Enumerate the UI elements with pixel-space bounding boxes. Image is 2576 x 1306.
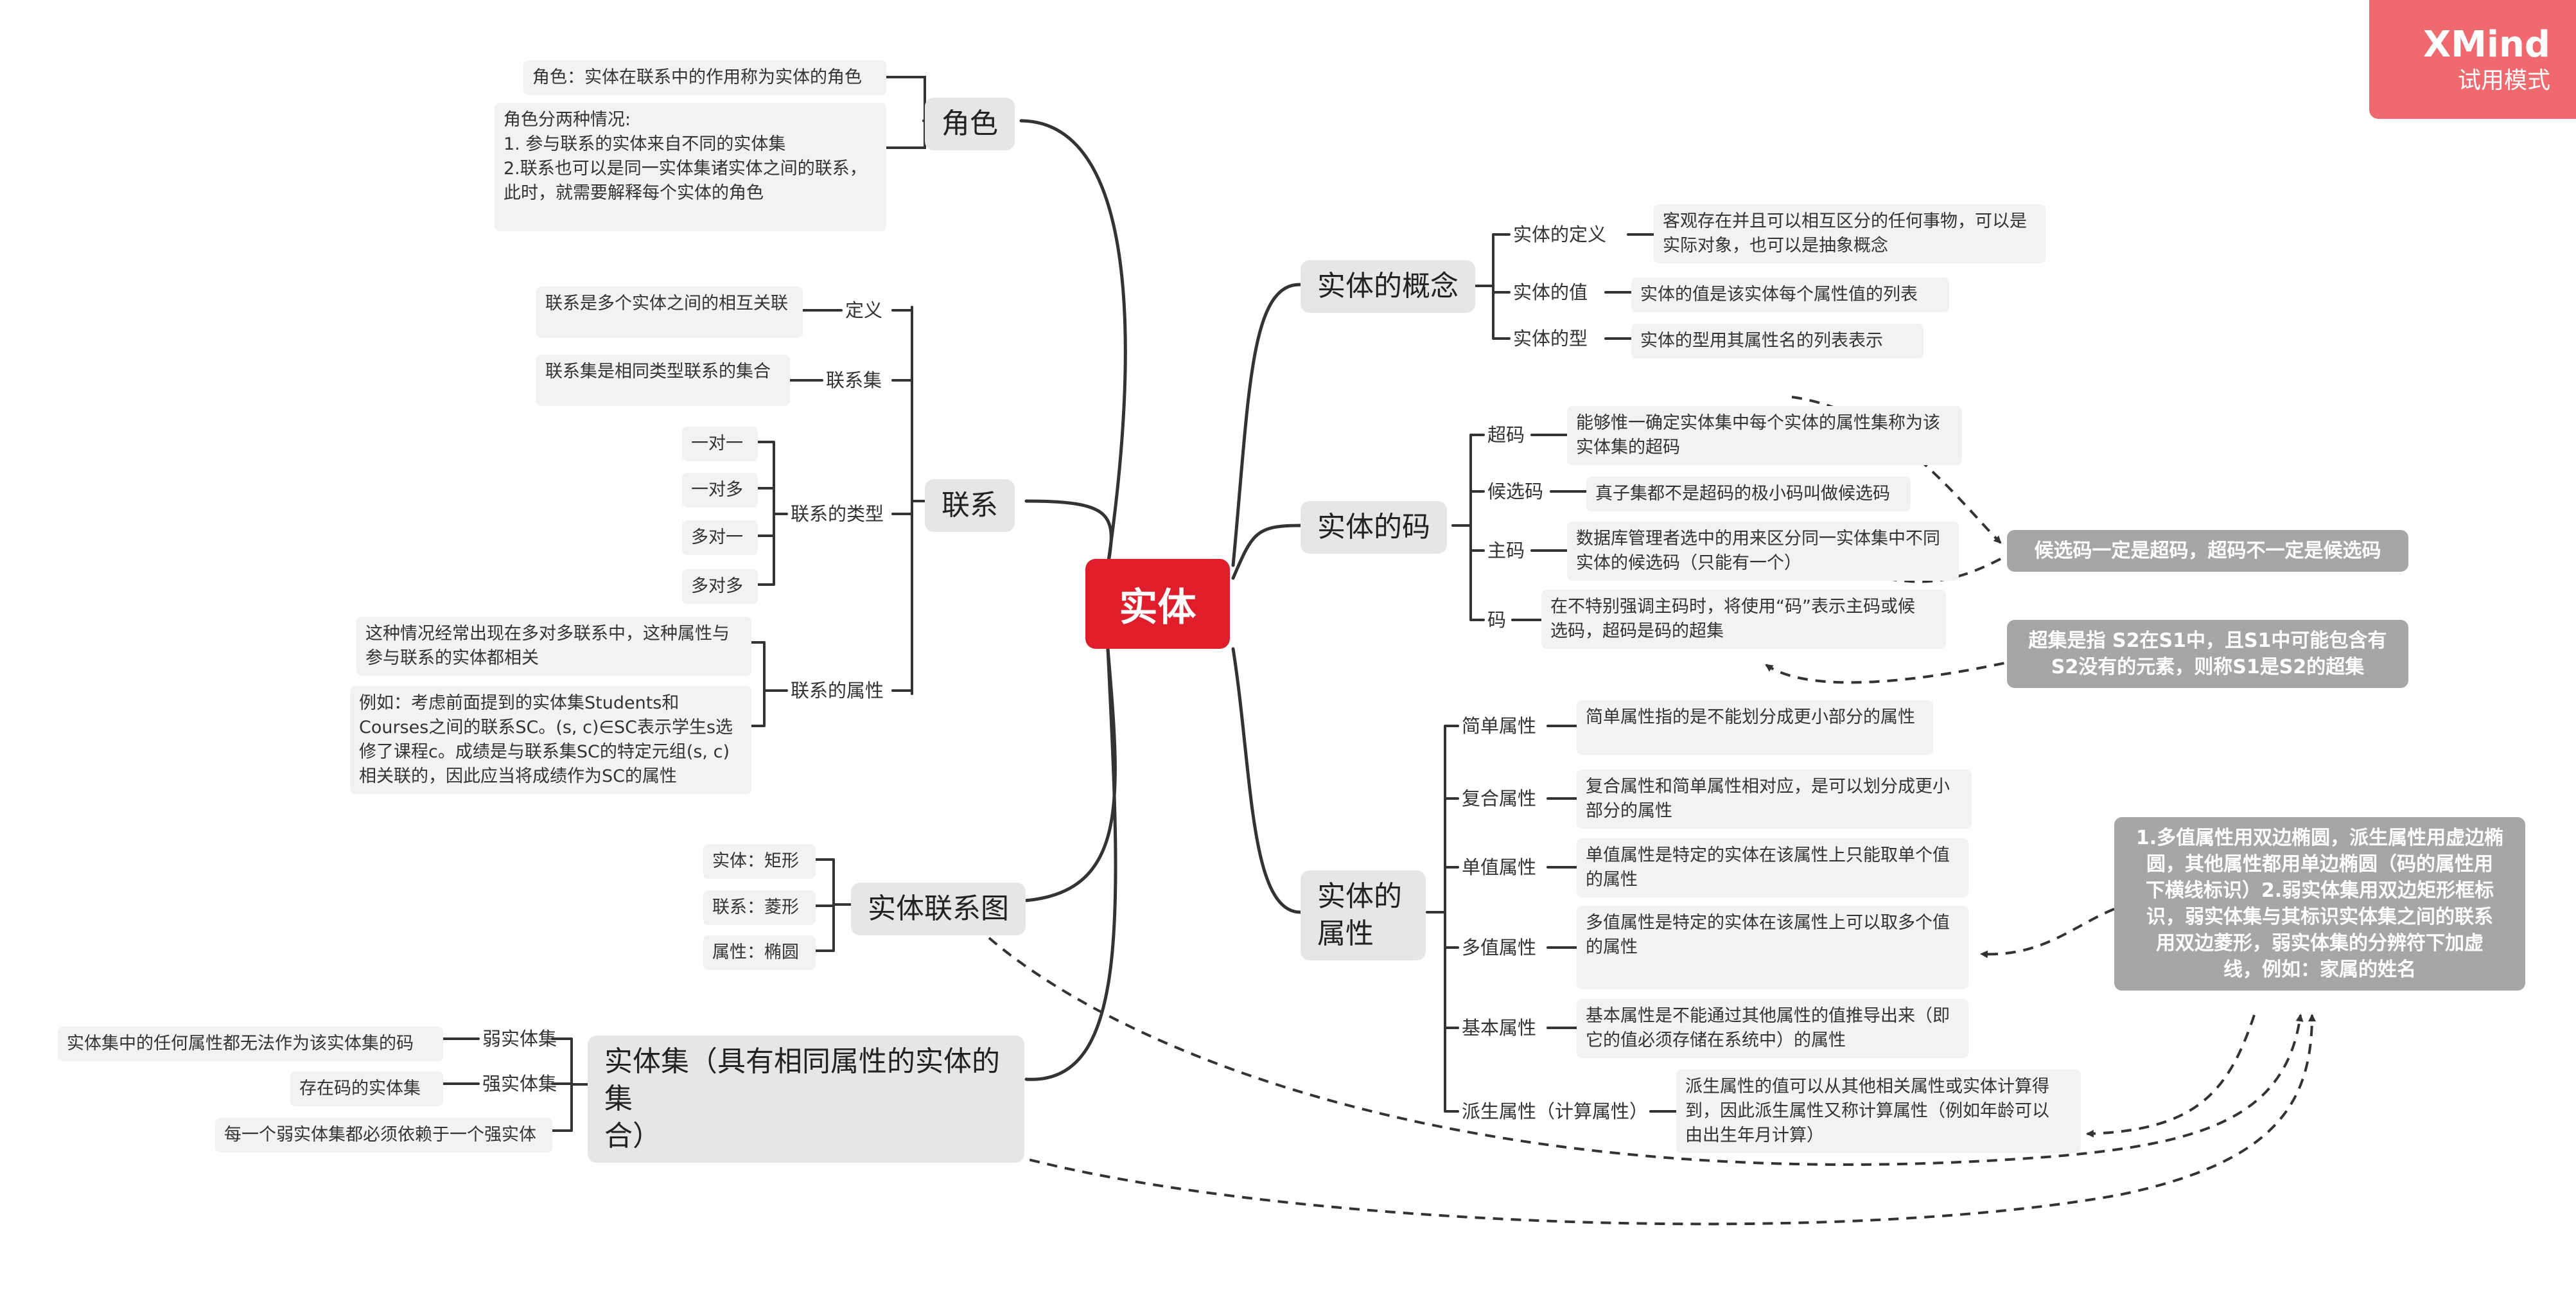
- er-relation-shape[interactable]: 联系：菱形: [703, 890, 816, 925]
- multi-valued-attribute-label[interactable]: 多值属性: [1462, 937, 1537, 958]
- weak-entity-set-label[interactable]: 弱实体集: [482, 1028, 557, 1050]
- relation-set-label[interactable]: 联系集: [826, 369, 882, 391]
- simple-attribute-note[interactable]: 简单属性指的是不能划分成更小部分的属性: [1577, 700, 1933, 755]
- topic-entity-keys[interactable]: 实体的码: [1301, 501, 1447, 554]
- multi-valued-attribute-note[interactable]: 多值属性是特定的实体在该属性上可以取多个值 的属性: [1577, 906, 1968, 989]
- primary-key-note[interactable]: 数据库管理者选中的用来区分同一实体集中不同 实体的候选码（只能有一个）: [1567, 522, 1959, 581]
- topic-er-diagram[interactable]: 实体联系图: [851, 883, 1026, 935]
- key-note[interactable]: 在不特别强调主码时，将使用“码”表示主码或候 选码，超码是码的超集: [1541, 590, 1946, 649]
- callout-candidate-key[interactable]: 候选码一定是超码，超码不一定是候选码: [2007, 530, 2408, 572]
- weak-entity-set-note[interactable]: 实体集中的任何属性都无法作为该实体集的码: [58, 1027, 443, 1061]
- topic-role[interactable]: 角色: [925, 98, 1015, 150]
- callout-superset[interactable]: 超集是指 S2在S1中，且S1中可能包含有 S2没有的元素，则称S1是S2的超集: [2007, 620, 2408, 688]
- superkey-label[interactable]: 超码: [1487, 424, 1525, 446]
- type-one-to-many[interactable]: 一对多: [682, 473, 758, 507]
- strong-entity-set-label[interactable]: 强实体集: [482, 1073, 557, 1095]
- weak-depends-strong-note[interactable]: 每一个弱实体集都必须依赖于一个强实体: [215, 1118, 552, 1152]
- concept-value-label[interactable]: 实体的值: [1513, 281, 1588, 303]
- relation-types-label[interactable]: 联系的类型: [791, 503, 884, 525]
- single-valued-attribute-label[interactable]: 单值属性: [1462, 856, 1537, 878]
- relation-attr-note-2[interactable]: 例如：考虑前面提到的实体集Students和 Courses之间的联系SC。(s…: [350, 686, 751, 794]
- derived-attribute-note[interactable]: 派生属性的值可以从其他相关属性或实体计算得 到，因此派生属性又称计算属性（例如年…: [1676, 1070, 2081, 1153]
- base-attribute-note[interactable]: 基本属性是不能通过其他属性的值推导出来（即 它的值必须存储在系统中）的属性: [1577, 999, 1968, 1058]
- candidate-key-label[interactable]: 候选码: [1487, 481, 1544, 502]
- base-attribute-label[interactable]: 基本属性: [1462, 1017, 1537, 1039]
- trial-mode-text: 试用模式: [2457, 67, 2550, 94]
- concept-value-note[interactable]: 实体的值是该实体每个属性值的列表: [1631, 278, 1949, 312]
- composite-attribute-label[interactable]: 复合属性: [1462, 788, 1537, 809]
- relation-attributes-label[interactable]: 联系的属性: [791, 680, 884, 702]
- topic-entity-set[interactable]: 实体集（具有相同属性的实体的集 合）: [588, 1036, 1024, 1163]
- derived-attribute-label[interactable]: 派生属性（计算属性）: [1462, 1100, 1649, 1122]
- candidate-key-note[interactable]: 真子集都不是超码的极小码叫做候选码: [1586, 477, 1911, 511]
- primary-key-label[interactable]: 主码: [1487, 540, 1525, 561]
- relation-set-note[interactable]: 联系集是相同类型联系的集合: [536, 355, 790, 406]
- type-many-to-one[interactable]: 多对一: [682, 520, 758, 555]
- topic-entity-attributes[interactable]: 实体的 属性: [1301, 870, 1426, 960]
- role-definition-note[interactable]: 角色：实体在联系中的作用称为实体的角色: [523, 60, 886, 95]
- xmind-trial-badge: XMind 试用模式: [2369, 0, 2576, 119]
- single-valued-attribute-note[interactable]: 单值属性是特定的实体在该属性上只能取单个值 的属性: [1577, 838, 1968, 897]
- relation-definition-label[interactable]: 定义: [845, 299, 883, 321]
- key-label[interactable]: 码: [1487, 609, 1507, 631]
- superkey-note[interactable]: 能够惟一确定实体集中每个实体的属性集称为该 实体集的超码: [1567, 406, 1962, 465]
- type-one-to-one[interactable]: 一对一: [682, 427, 758, 461]
- strong-entity-set-note[interactable]: 存在码的实体集: [290, 1072, 443, 1106]
- relation-definition-note[interactable]: 联系是多个实体之间的相互关联: [536, 287, 803, 338]
- root-topic[interactable]: 实体: [1085, 559, 1230, 649]
- type-many-to-many[interactable]: 多对多: [682, 569, 758, 604]
- simple-attribute-label[interactable]: 简单属性: [1462, 715, 1537, 737]
- er-attribute-shape[interactable]: 属性：椭圆: [703, 935, 816, 970]
- topic-relation[interactable]: 联系: [925, 479, 1015, 532]
- concept-definition-label[interactable]: 实体的定义: [1513, 224, 1607, 245]
- relation-attr-note-1[interactable]: 这种情况经常出现在多对多联系中，这种属性与 参与联系的实体都相关: [356, 617, 751, 676]
- xmind-logo-text: XMind: [2423, 24, 2550, 66]
- role-cases-note[interactable]: 角色分两种情况: 1. 参与联系的实体来自不同的实体集 2.联系也可以是同一实体…: [495, 103, 886, 231]
- er-entity-shape[interactable]: 实体：矩形: [703, 844, 816, 879]
- concept-type-note[interactable]: 实体的型用其属性名的列表表示: [1631, 324, 1923, 358]
- composite-attribute-note[interactable]: 复合属性和简单属性相对应，是可以划分成更小 部分的属性: [1577, 770, 1972, 829]
- callout-notation[interactable]: 1.多值属性用双边椭圆，派生属性用虚边椭 圆，其他属性都用单边椭圆（码的属性用 …: [2114, 817, 2525, 991]
- concept-definition-note[interactable]: 客观存在并且可以相互区分的任何事物，可以是 实际对象，也可以是抽象概念: [1654, 204, 2046, 263]
- topic-entity-concept[interactable]: 实体的概念: [1301, 260, 1475, 313]
- concept-type-label[interactable]: 实体的型: [1513, 328, 1588, 349]
